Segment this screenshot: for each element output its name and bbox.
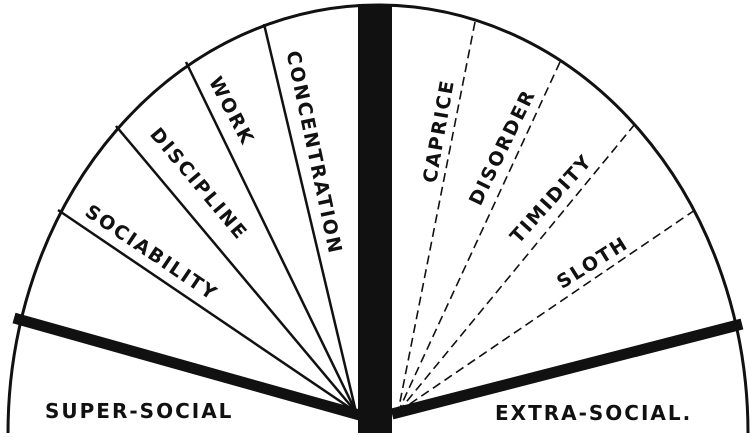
- left-divider-2: [115, 125, 357, 413]
- left-divider-4: [262, 23, 358, 413]
- right-divider-1: [397, 21, 476, 413]
- label-extra-social: EXTRA-SOCIAL.: [495, 401, 692, 425]
- label-sloth: SLOTH: [553, 232, 633, 293]
- left-divider-1: [57, 208, 357, 414]
- right-divider-2: [397, 61, 561, 413]
- left-divider-3: [184, 61, 358, 413]
- left-boundary-line: [12, 312, 372, 424]
- label-caprice: CAPRICE: [419, 77, 459, 184]
- label-sociability: SOCIABILITY: [81, 201, 222, 306]
- central-bar: [358, 4, 392, 433]
- label-super-social: SUPER-SOCIAL: [45, 399, 233, 423]
- label-disorder: DISORDER: [465, 86, 540, 210]
- label-concentration: CONCENTRATION: [282, 49, 347, 257]
- right-divider-4: [397, 209, 696, 413]
- right-divider-3: [397, 123, 636, 413]
- label-timidity: TIMIDITY: [506, 150, 597, 248]
- right-boundary-line: [390, 318, 744, 420]
- label-work: WORK: [204, 73, 258, 149]
